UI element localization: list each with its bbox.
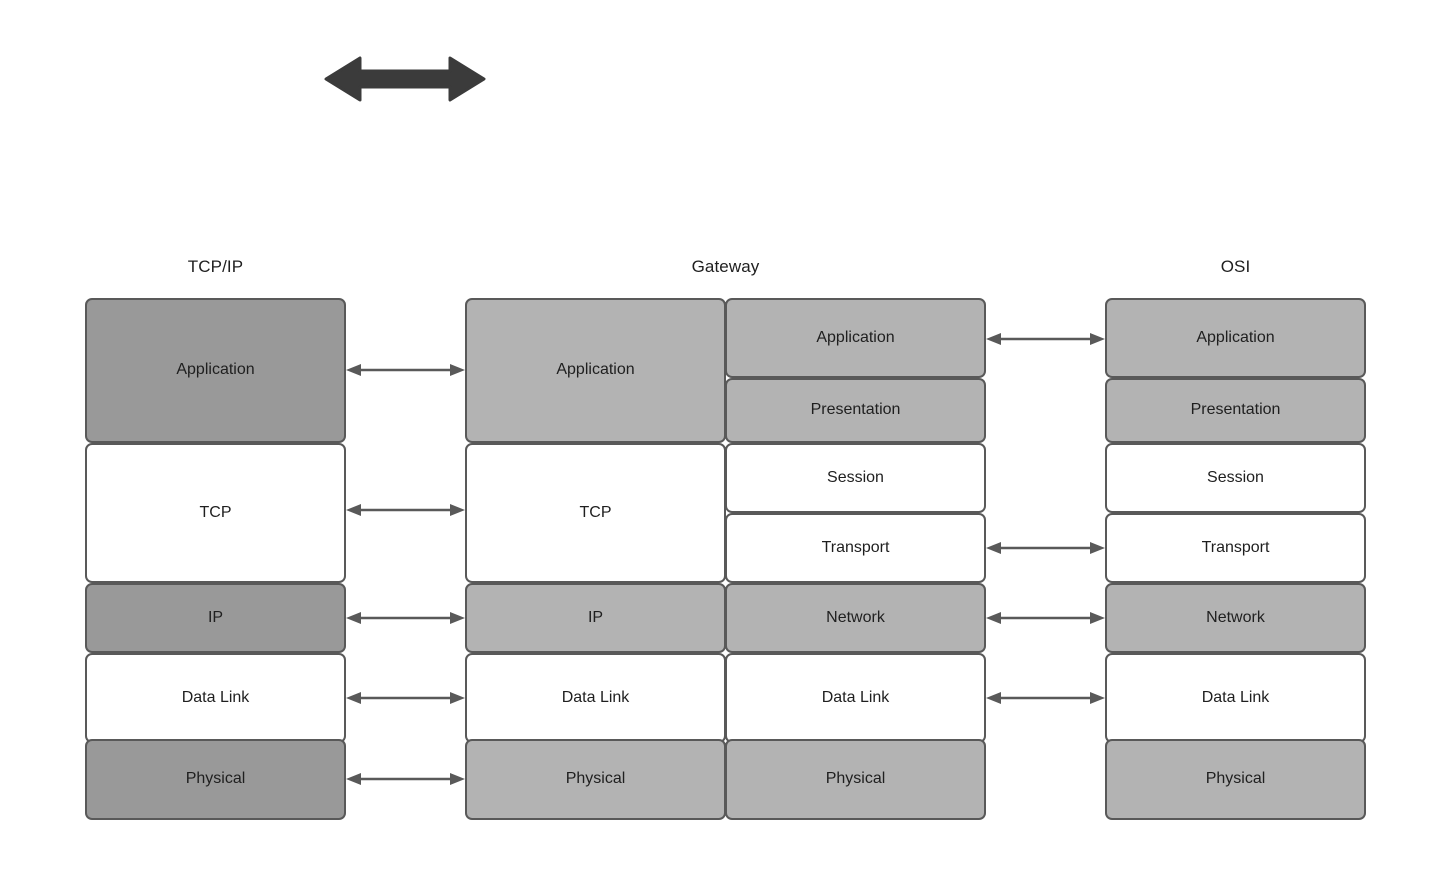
bidirectional-arrow-icon xyxy=(322,52,488,106)
gateway-left-layer-application: Application xyxy=(465,298,726,443)
tcpip-layer-ip: IP xyxy=(85,583,346,653)
column-header-tcpip: TCP/IP xyxy=(187,257,244,276)
connector-transport-right xyxy=(986,539,1105,557)
gateway-left-layer-physical: Physical xyxy=(465,739,726,820)
osi-layer-presentation: Presentation xyxy=(1105,378,1366,443)
osi-layer-network: Network xyxy=(1105,583,1366,653)
connector-ip-left xyxy=(346,609,465,627)
osi-layer-session: Session xyxy=(1105,443,1366,513)
connector-application-right xyxy=(986,330,1105,348)
osi-layer-physical: Physical xyxy=(1105,739,1366,820)
connector-tcp-left xyxy=(346,501,465,519)
gateway-left-layer-tcp: TCP xyxy=(465,443,726,583)
connector-physical-left xyxy=(346,770,465,788)
connector-data-link-right xyxy=(986,689,1105,707)
gateway-right-layer-data-link: Data Link xyxy=(725,653,986,743)
gateway-right-layer-application: Application xyxy=(725,298,986,378)
osi-layer-data-link: Data Link xyxy=(1105,653,1366,743)
gateway-right-layer-network: Network xyxy=(725,583,986,653)
osi-layer-transport: Transport xyxy=(1105,513,1366,583)
gateway-right-layer-transport: Transport xyxy=(725,513,986,583)
connector-application-left xyxy=(346,361,465,379)
osi-layer-application: Application xyxy=(1105,298,1366,378)
column-header-gateway: Gateway xyxy=(691,257,760,276)
gateway-right-layer-physical: Physical xyxy=(725,739,986,820)
tcpip-layer-data-link: Data Link xyxy=(85,653,346,743)
tcpip-layer-physical: Physical xyxy=(85,739,346,820)
gateway-left-layer-data-link: Data Link xyxy=(465,653,726,743)
gateway-right-layer-presentation: Presentation xyxy=(725,378,986,443)
tcpip-layer-application: Application xyxy=(85,298,346,443)
column-header-osi: OSI xyxy=(1220,257,1251,276)
gateway-right-layer-session: Session xyxy=(725,443,986,513)
connector-network-right xyxy=(986,609,1105,627)
gateway-left-layer-ip: IP xyxy=(465,583,726,653)
connector-data-link-left xyxy=(346,689,465,707)
tcpip-layer-tcp: TCP xyxy=(85,443,346,583)
